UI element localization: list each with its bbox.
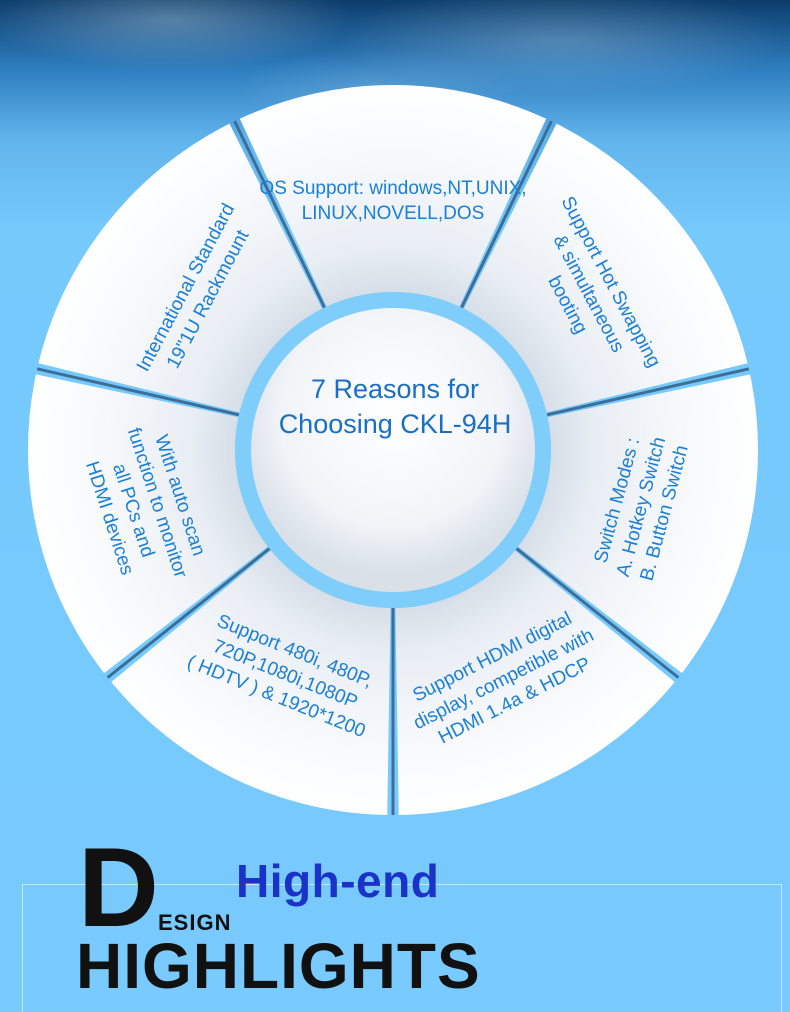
wheel-divider [36,367,240,417]
wheel-divider [546,367,750,417]
frame-line-right [781,884,782,1012]
center-title: 7 Reasons for Choosing CKL-94H [278,374,512,440]
design-esign-text: ESIGN [158,910,232,935]
wheel-divider [233,120,326,309]
high-end-heading: High-end [236,855,440,907]
frame-line-left [22,884,23,1012]
wheel-divider [515,547,680,679]
wheel-segment-hot-swapping [463,123,748,413]
center-disc [251,308,535,592]
wheel-segment-hdmi-digital [395,550,675,815]
frame-line-top [22,884,782,885]
design-initial-d: D [78,825,159,950]
highlights-heading: HIGHLIGHTS [76,930,481,1002]
reason-text-os-support: OS Support: windows,NT,UNIX, LINUX,NOVEL… [259,178,527,224]
wheel-segment-os-support [239,85,547,307]
wheel-divider [106,547,271,679]
wheel-segment-rackmount [38,123,323,413]
wheel-segment-auto-scan [27,374,268,674]
wheel-segment-switch-modes [518,374,759,674]
wheel-divider [460,120,553,309]
wheel-segment-resolution [111,550,391,815]
